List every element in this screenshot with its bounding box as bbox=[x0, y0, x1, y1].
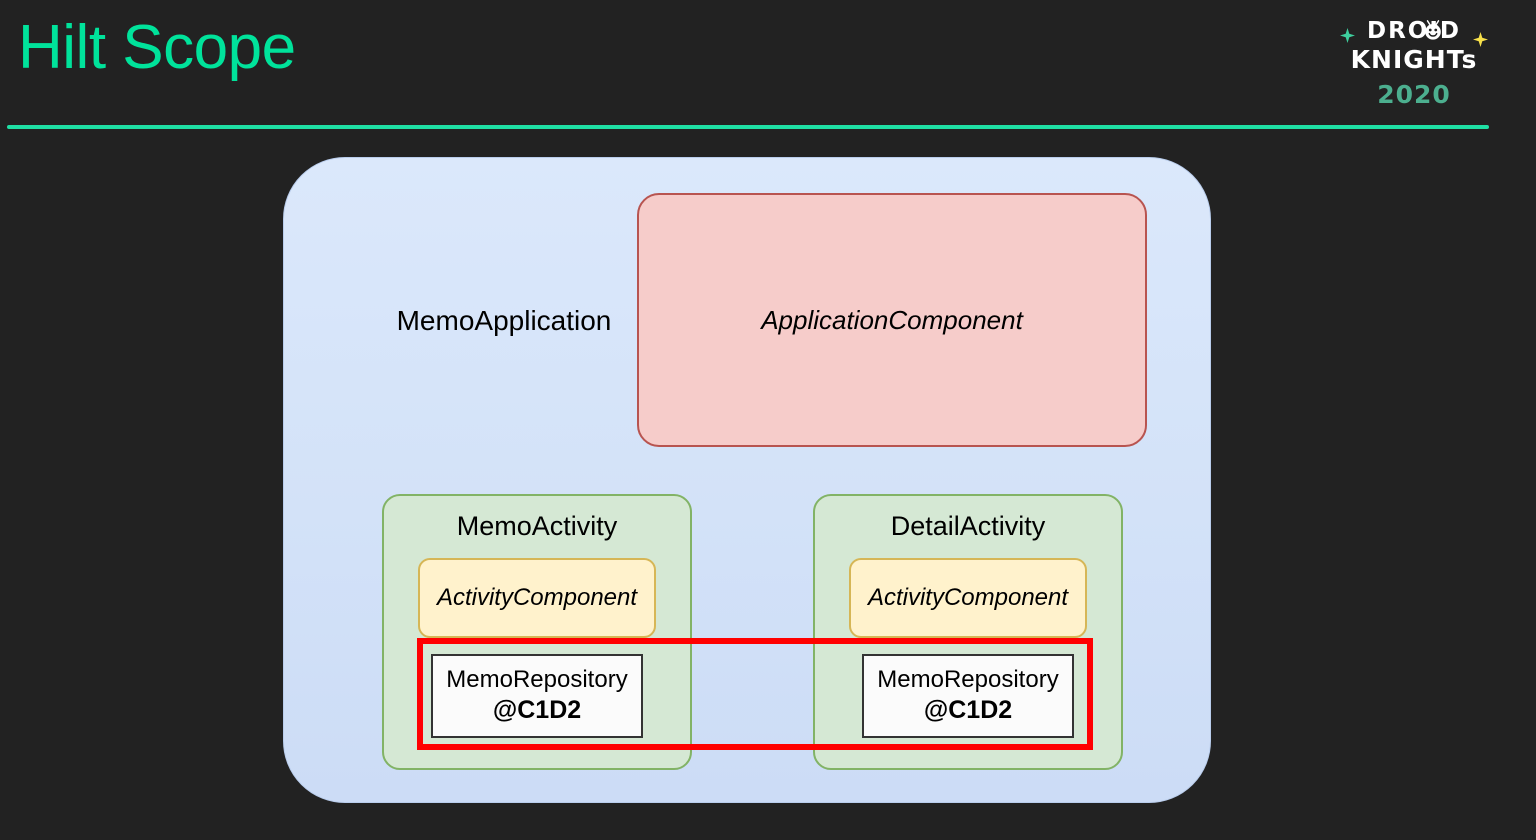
memo-repository-name-memo: MemoRepository bbox=[446, 666, 628, 693]
logo-line-droid: DROID bbox=[1366, 18, 1461, 44]
memo-application-label: MemoApplication bbox=[396, 305, 612, 336]
logo-line-knights: KNIGHTs bbox=[1350, 45, 1478, 74]
activity-component-box-memo: ActivityComponent bbox=[418, 558, 656, 638]
activity-component-box-detail: ActivityComponent bbox=[849, 558, 1087, 638]
hilt-scope-diagram: MemoApplication ApplicationComponent Mem… bbox=[283, 157, 1211, 803]
activity-title-memo: MemoActivity bbox=[456, 511, 618, 541]
activity-box-memo: MemoActivity ActivityComponent MemoRepos… bbox=[382, 494, 692, 770]
droid-knights-logo: DROID KNIGHTs 2020 bbox=[1334, 18, 1494, 114]
memo-repository-name-detail: MemoRepository bbox=[877, 666, 1059, 693]
scope-name-memo: C1D2 bbox=[517, 696, 582, 724]
application-component-label: ApplicationComponent bbox=[761, 305, 1023, 335]
title-divider bbox=[7, 125, 1489, 129]
sparkle-icon-left bbox=[1340, 28, 1355, 43]
logo-wordmark: DROID KNIGHTs bbox=[1334, 18, 1494, 80]
activity-component-label-memo: ActivityComponent bbox=[436, 584, 638, 611]
activity-title-detail: DetailActivity bbox=[890, 511, 1046, 541]
sparkle-icon-right bbox=[1473, 32, 1488, 47]
at-symbol-memo: @ bbox=[492, 696, 518, 724]
memo-repository-scope-detail: @C1D2 bbox=[864, 696, 1072, 725]
page-title: Hilt Scope bbox=[18, 13, 296, 82]
logo-year: 2020 bbox=[1377, 80, 1451, 109]
at-symbol-detail: @ bbox=[923, 696, 949, 724]
memo-repository-box-detail: MemoRepository @C1D2 bbox=[862, 654, 1074, 738]
activity-box-detail: DetailActivity ActivityComponent MemoRep… bbox=[813, 494, 1123, 770]
memo-repository-box-memo: MemoRepository @C1D2 bbox=[431, 654, 643, 738]
scope-name-detail: C1D2 bbox=[948, 696, 1013, 724]
memo-repository-scope-memo: @C1D2 bbox=[433, 696, 641, 725]
activity-component-label-detail: ActivityComponent bbox=[867, 584, 1069, 611]
application-component-box: ApplicationComponent bbox=[637, 193, 1147, 447]
android-head-icon bbox=[1422, 19, 1444, 41]
